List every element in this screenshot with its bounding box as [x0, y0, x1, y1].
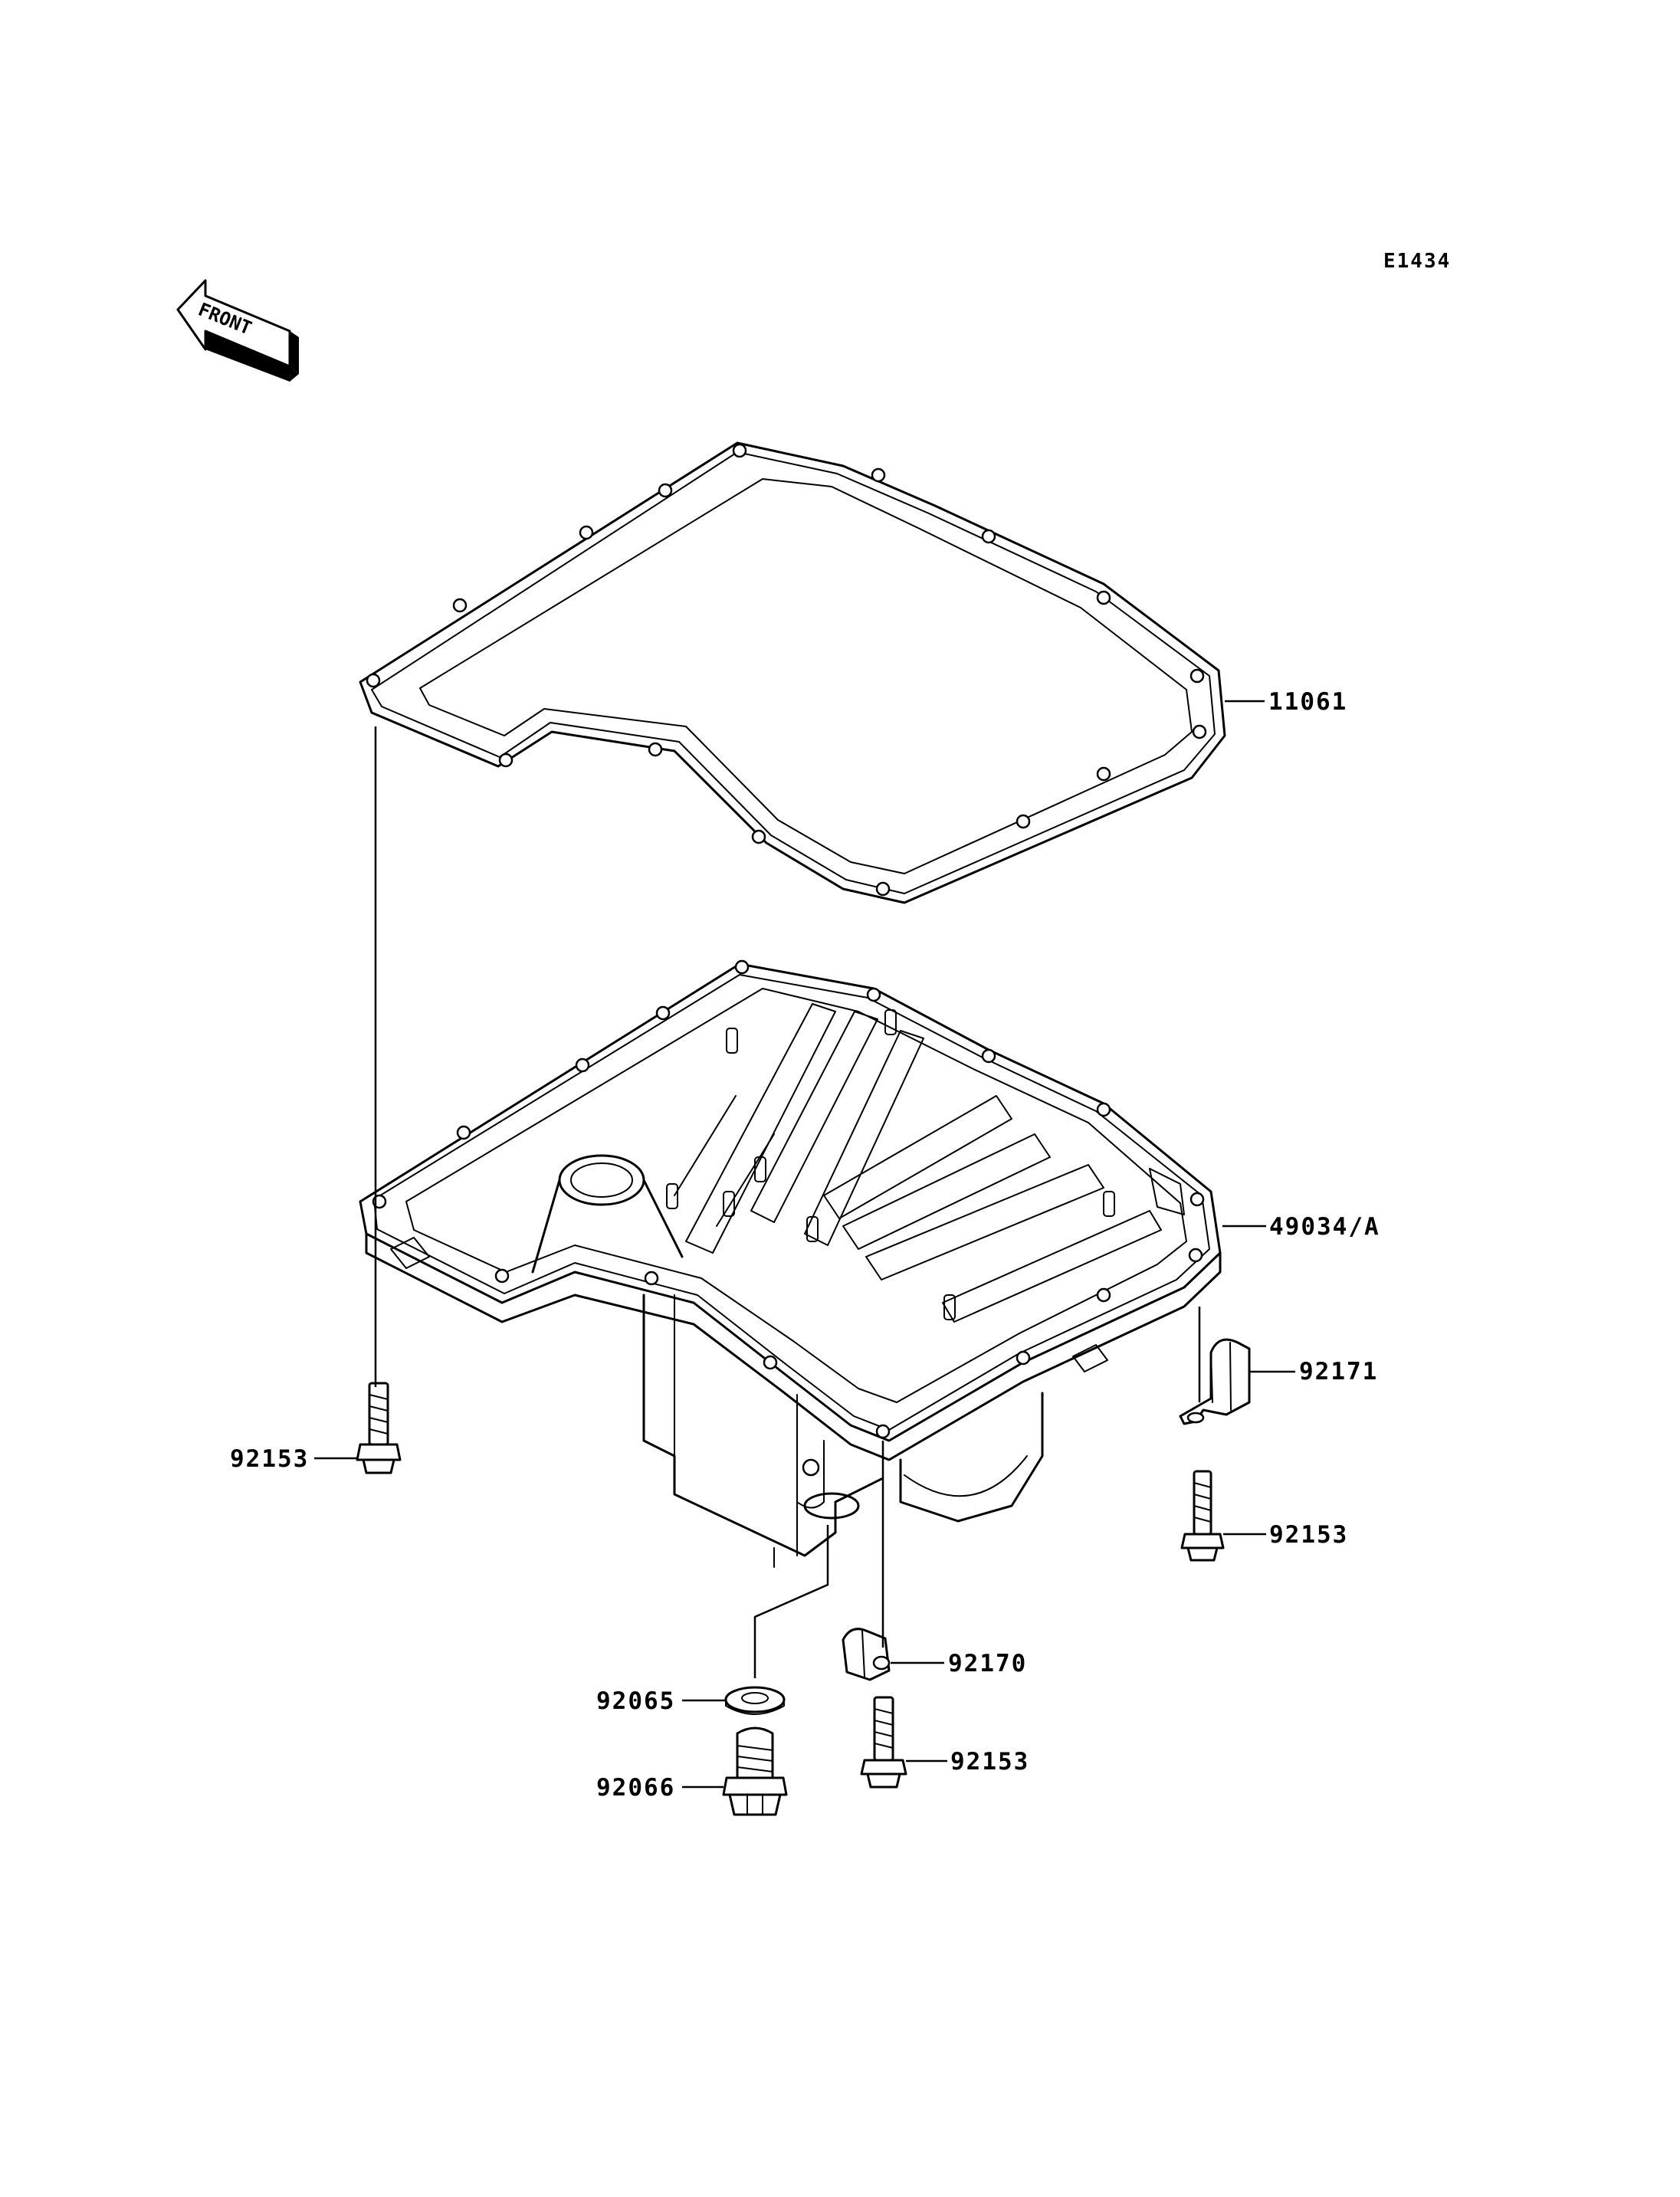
diagram-code: E1434 [1383, 250, 1451, 273]
drain-plug [722, 1726, 788, 1816]
label-clamp-lower: 92170 [948, 1650, 1027, 1677]
washer [724, 1686, 786, 1715]
label-clamp-right: 92171 [1299, 1358, 1378, 1385]
label-washer: 92065 [596, 1687, 675, 1715]
clamp-right [1179, 1338, 1251, 1425]
oil-pan-gasket [359, 441, 1226, 904]
label-bolt-right: 92153 [1269, 1521, 1348, 1549]
clamp-lower [842, 1628, 891, 1681]
label-drain-plug: 92066 [596, 1774, 675, 1802]
bolt-left [356, 1382, 402, 1474]
label-oil-pan: 49034/A [1269, 1213, 1380, 1241]
label-bolt-left: 92153 [230, 1445, 309, 1473]
label-gasket: 11061 [1268, 688, 1347, 716]
label-bolt-lower: 92153 [950, 1748, 1029, 1776]
oil-pan [359, 959, 1222, 1568]
bolt-lower [860, 1696, 907, 1789]
bolt-right [1180, 1470, 1225, 1562]
front-arrow-icon: FRONT [176, 279, 299, 382]
